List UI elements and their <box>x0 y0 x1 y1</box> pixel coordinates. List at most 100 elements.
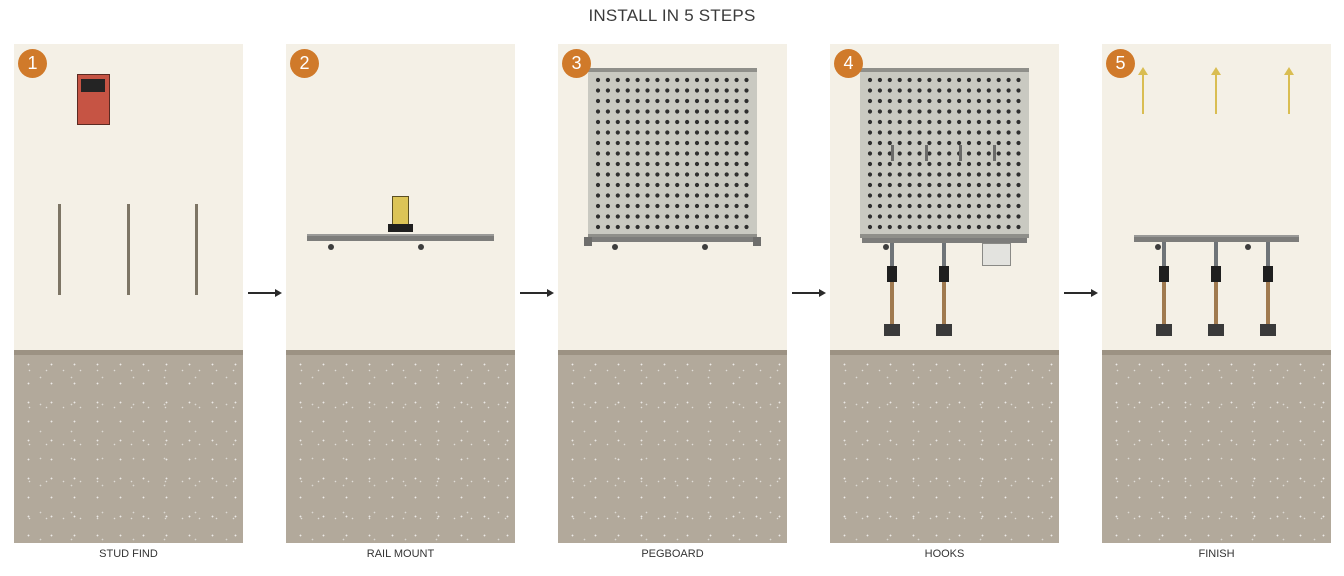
peg-hole <box>685 77 690 83</box>
peg-hole <box>665 161 670 167</box>
peg-hole <box>615 182 620 188</box>
peg-hole <box>724 214 729 219</box>
peg-hole <box>704 109 709 114</box>
peg-hole <box>635 172 640 177</box>
peg-hole <box>1006 130 1011 135</box>
right-arrow-icon <box>1064 289 1098 297</box>
peg-hole <box>867 88 873 93</box>
peg-hole <box>907 161 912 167</box>
peg-hole <box>724 88 729 93</box>
peg-hole <box>605 224 610 230</box>
up-arrow-icon <box>1284 67 1294 114</box>
peg-hole <box>976 77 981 83</box>
level-icon <box>388 196 413 232</box>
peg-hole <box>685 98 690 104</box>
peg-hole <box>966 193 972 198</box>
peg-hole <box>724 182 729 188</box>
peg-hole <box>744 203 749 209</box>
peg-hole <box>605 98 610 104</box>
peg-hole <box>744 182 749 188</box>
finish-scene <box>1134 67 1299 336</box>
peg-hole <box>966 119 972 125</box>
peg-hole <box>685 172 690 177</box>
peg-hole <box>877 182 882 188</box>
peg-hole <box>897 172 902 177</box>
peg-hole <box>897 119 902 125</box>
peg-hole <box>724 193 729 198</box>
peg-hole <box>615 98 620 104</box>
step-panel-5: 5 <box>1102 44 1331 543</box>
floor-edge <box>14 350 243 355</box>
peg-hole <box>655 98 660 104</box>
peg-hole <box>947 88 952 93</box>
peg-hole <box>986 109 991 114</box>
peg-hole <box>665 109 670 114</box>
peg-hole <box>645 214 650 219</box>
peg-hole <box>724 151 729 156</box>
peg-hole <box>645 224 650 230</box>
peg-hole <box>867 109 873 114</box>
peg-hole <box>966 98 972 104</box>
wall-rail <box>1134 235 1299 250</box>
peg-hole <box>986 203 991 209</box>
peg-hole <box>734 119 739 125</box>
peg-hole <box>917 203 922 209</box>
peg-hole <box>1006 214 1011 219</box>
peg-hole <box>937 203 942 209</box>
peg-hole <box>966 172 972 177</box>
peg-hole <box>625 182 630 188</box>
peg-hole <box>867 214 873 219</box>
peg-hole <box>694 214 700 219</box>
peg-hole <box>1016 109 1021 114</box>
peg-hole <box>595 203 601 209</box>
peg-hole <box>907 224 912 230</box>
hook-icon <box>1260 242 1276 336</box>
peg-hole <box>976 98 981 104</box>
step-badge: 1 <box>18 49 47 78</box>
peg-hole <box>976 182 981 188</box>
peg-hole <box>907 88 912 93</box>
peg-hole <box>887 172 892 177</box>
peg-hole <box>877 172 882 177</box>
peg-hole <box>877 88 882 93</box>
peg-hole <box>714 214 719 219</box>
peg-hole <box>957 224 962 230</box>
peg-hole <box>665 182 670 188</box>
peg-hole <box>917 182 922 188</box>
peg-hole <box>595 119 601 125</box>
peg-hole <box>877 224 882 230</box>
peg-hole <box>625 172 630 177</box>
peg-hole <box>655 130 660 135</box>
peg-hole <box>996 151 1001 156</box>
peg-hole <box>615 109 620 114</box>
peg-hole <box>917 193 922 198</box>
peg-hole <box>937 161 942 167</box>
peg-hole <box>694 172 700 177</box>
peg-hole <box>867 130 873 135</box>
peg-hole <box>927 130 932 135</box>
peg-hole <box>734 140 739 146</box>
peg-hole <box>734 77 739 83</box>
peg-hole <box>615 203 620 209</box>
peg-hole <box>694 130 700 135</box>
peg-hole <box>937 151 942 156</box>
peg-hole <box>655 77 660 83</box>
peg-hole <box>724 161 729 167</box>
peg-hole <box>685 214 690 219</box>
peg-hole <box>976 119 981 125</box>
peg-hole <box>927 140 932 146</box>
peg-hole <box>635 203 640 209</box>
peg-hole <box>625 214 630 219</box>
peg-hole <box>957 214 962 219</box>
peg-hole <box>635 182 640 188</box>
peg-hole <box>734 182 739 188</box>
peg-hole <box>1016 77 1021 83</box>
peg-hole <box>1006 151 1011 156</box>
peg-hole <box>704 98 709 104</box>
right-arrow-icon <box>520 289 554 297</box>
peg-hole <box>595 109 601 114</box>
peg-hole <box>986 119 991 125</box>
peg-hole <box>957 109 962 114</box>
peg-hole <box>887 193 892 198</box>
peg-hole <box>937 119 942 125</box>
